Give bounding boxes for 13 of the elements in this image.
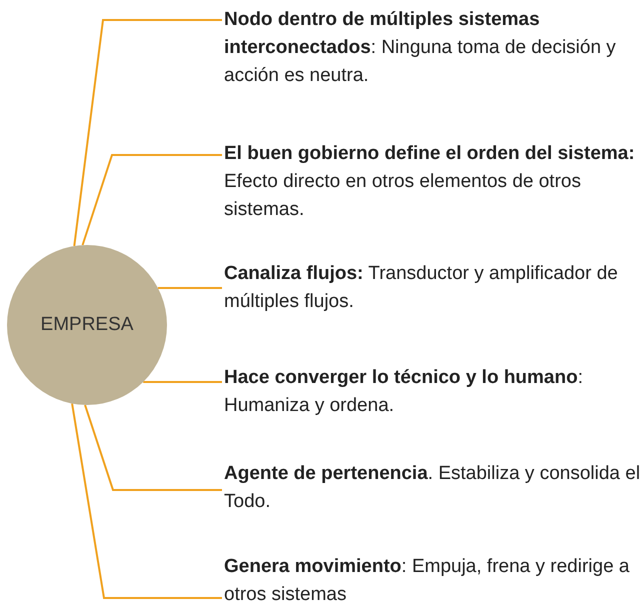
connector-line	[73, 19, 222, 246]
description-text: Hace converger lo técnico y lo humano: Humaniza y ordena.	[224, 364, 642, 420]
connector-line	[158, 287, 222, 289]
connector-line	[84, 404, 222, 491]
circle-label: EMPRESA	[40, 314, 134, 336]
description-text: Canaliza flujos: Transductor y amplificador de múltiples flujos.	[224, 260, 642, 316]
connector-line	[71, 403, 222, 599]
description-text: Agente de pertenencia. Estabiliza y consolida el Todo.	[224, 460, 642, 516]
description-text: Nodo dentro de múltiples sistemas interconectados: Ninguna toma de decisión y acción es neutra.	[224, 6, 642, 90]
description-text: Genera movimiento: Empuja, frena y redirige a otros sistemas	[224, 553, 642, 609]
description-text: El buen gobierno define el orden del sistema: Efecto directo en otros elementos de otros sistemas.	[224, 140, 642, 224]
connector-line	[143, 381, 222, 383]
connector-line	[82, 154, 222, 246]
